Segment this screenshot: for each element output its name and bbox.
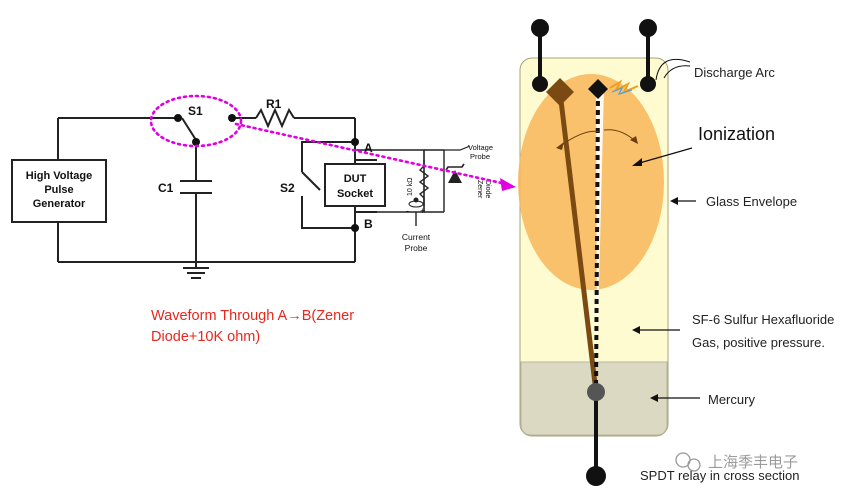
discharge-arc-icon [609,79,639,95]
watermark-text: 上海季丰电子 [708,454,798,471]
zener-diode-icon [445,163,465,183]
wire-s2-top [301,141,355,172]
armature-contact-tip [546,78,574,106]
magenta-pointer-line [234,122,508,186]
relay-caption: SPDT relay in cross section [640,468,799,483]
glass-envelope-label: Glass Envelope [706,194,797,209]
mercury-contact-pivot [587,383,605,401]
circuit-nodes [174,114,359,232]
label-minus: - [406,206,409,216]
s1-node-left [174,114,182,122]
label-r1: R1 [266,97,282,111]
current-probe-clamp-icon [408,200,424,208]
zener-label-2: Diode [484,180,491,198]
mercury-label: Mercury [708,392,755,407]
ionization-label: Ionization [698,124,775,144]
pulse-generator-box [11,159,107,223]
gas-label-2: Gas, positive pressure. [692,335,825,350]
zener-label-1: Zener [476,180,483,199]
dut-label-2: Socket [337,188,373,200]
armature-alt-tip [588,79,608,99]
resistor-r1 [255,107,295,129]
label-s1: S1 [188,104,203,118]
s1-node-right [228,114,236,122]
waveform-caption-2: Diode+10K ohm) [151,329,260,345]
voltage-probe-label-1: Voltage [468,143,493,152]
generator-label-3: Generator [33,198,86,210]
magenta-arrowhead [500,178,516,191]
node-b [351,224,359,232]
s1-highlight-ellipse [149,94,243,148]
terminal-right-pin-icon [639,19,657,37]
current-probe-label-2: Probe [405,243,428,253]
label-c1: C1 [158,181,174,195]
generator-label-1: High Voltage [26,170,92,182]
label-plus: + [420,206,425,216]
resistor-10k [418,160,430,206]
dut-label-1: DUT [344,173,367,185]
node-a [351,138,359,146]
terminal-bottom-pin-icon [586,466,606,486]
gas-label-1: SF-6 Sulfur Hexafluoride [692,312,834,327]
waveform-caption-1: Waveform Through A→B(Zener [151,308,354,324]
discharge-arc-label: Discharge Arc [694,65,775,80]
wechat-watermark: 上海季丰电子 [675,452,798,472]
label-s2: S2 [280,181,295,195]
terminal-left-pin-icon [531,19,549,37]
switch-s1-blade [181,117,197,141]
generator-label-2: Pulse [44,184,73,196]
label-node-b: B [364,217,373,231]
wire-probe-loop [355,149,425,213]
current-probe-label-1: Current [402,232,431,242]
wire-s2-bottom [301,196,355,229]
s1-node-bottom [192,138,200,146]
switch-s2-blade [301,171,321,191]
voltage-probe-lead [444,145,471,151]
ionization-cloud [518,74,664,290]
label-10k-resistor: 10 kΩ [407,178,414,196]
dut-socket-box [324,163,386,207]
voltage-probe-label-2: Probe [470,152,490,161]
label-node-a: A [364,141,373,155]
